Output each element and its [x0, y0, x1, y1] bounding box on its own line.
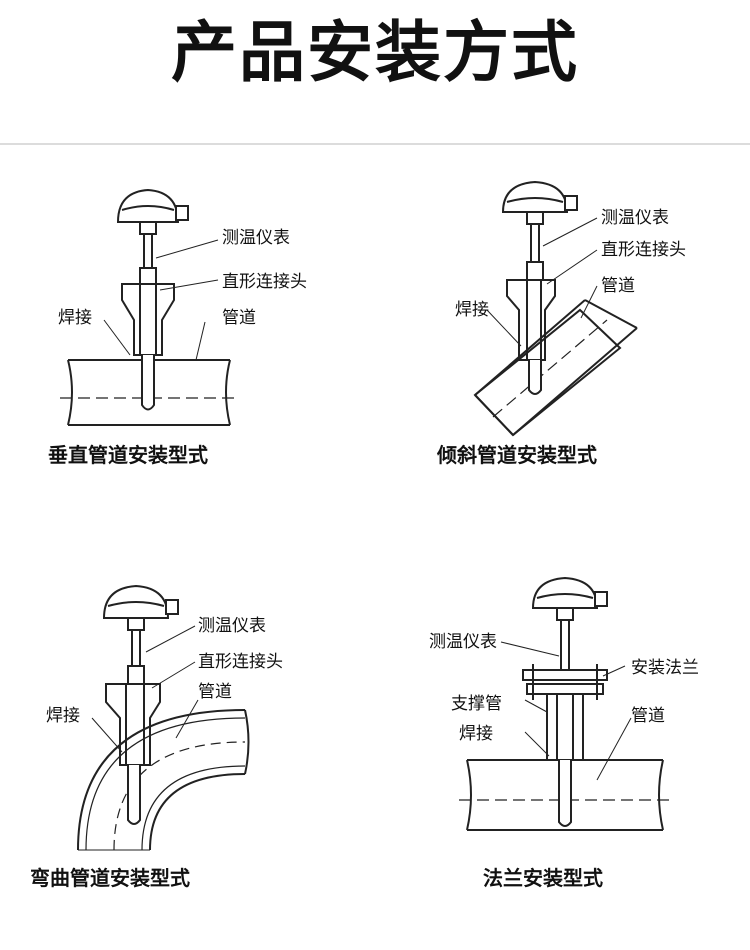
label-weld: 焊接	[58, 308, 92, 328]
bend-pipe-drawing	[77, 584, 250, 851]
label-pipe: 管道	[631, 706, 665, 726]
caption-flange: 法兰安装型式	[483, 866, 603, 890]
title-divider	[0, 143, 750, 145]
label-pipe: 管道	[198, 682, 232, 702]
label-pipe: 管道	[601, 276, 635, 296]
label-pipe: 管道	[222, 308, 256, 328]
label-connector: 直形连接头	[601, 240, 686, 260]
diagram-inclined-pipe: 测温仪表 直形连接头 管道 焊接 倾斜管道安装型式	[375, 150, 750, 480]
label-instrument: 测温仪表	[222, 228, 290, 248]
flange-drawing	[459, 576, 671, 831]
caption-bend: 弯曲管道安装型式	[30, 866, 190, 890]
label-weld: 焊接	[459, 724, 493, 744]
label-flange: 安装法兰	[631, 658, 699, 678]
caption-inclined: 倾斜管道安装型式	[437, 443, 597, 467]
diagram-flange: 测温仪表 安装法兰 支撑管 管道 焊接 法兰安装型式	[375, 560, 750, 900]
label-weld: 焊接	[455, 300, 489, 320]
diagram-bend-pipe: 测温仪表 直形连接头 管道 焊接 弯曲管道安装型式	[0, 560, 375, 900]
caption-vertical: 垂直管道安装型式	[48, 443, 208, 467]
label-instrument: 测温仪表	[198, 616, 266, 636]
inclined-pipe-drawing	[473, 180, 638, 437]
label-connector: 直形连接头	[198, 652, 283, 672]
label-instrument: 测温仪表	[429, 632, 497, 652]
label-instrument: 测温仪表	[601, 208, 669, 228]
label-support: 支撑管	[451, 694, 502, 714]
label-weld: 焊接	[46, 706, 80, 726]
label-connector: 直形连接头	[222, 272, 307, 292]
vertical-pipe-drawing	[60, 188, 240, 426]
diagram-vertical-pipe: 测温仪表 直形连接头 焊接 管道 垂直管道安装型式	[0, 150, 375, 480]
page-title: 产品安装方式	[171, 14, 579, 91]
